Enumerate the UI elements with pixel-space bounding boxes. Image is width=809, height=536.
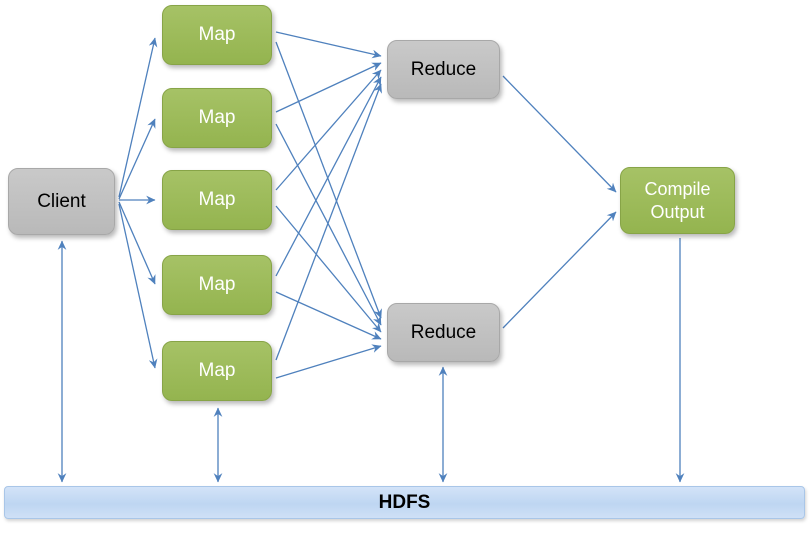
client-node: Client [8,168,115,235]
hdfs-connectors [57,238,685,483]
map-node-4: Map [162,255,272,315]
map-node-1: Map [162,5,272,65]
reduce-to-output-connectors [502,75,617,329]
map-node-3: Map [162,170,272,230]
reduce-node-2: Reduce [387,303,500,362]
map-to-reduce2-connectors [275,41,382,379]
client-to-map-connectors [118,37,158,369]
reduce-node-1: Reduce [387,40,500,99]
map-node-2: Map [162,88,272,148]
hdfs-bar: HDFS [4,486,805,519]
compile-output-node: Compile Output [620,167,735,234]
map-node-5: Map [162,341,272,401]
map-to-reduce1-connectors [275,31,382,361]
